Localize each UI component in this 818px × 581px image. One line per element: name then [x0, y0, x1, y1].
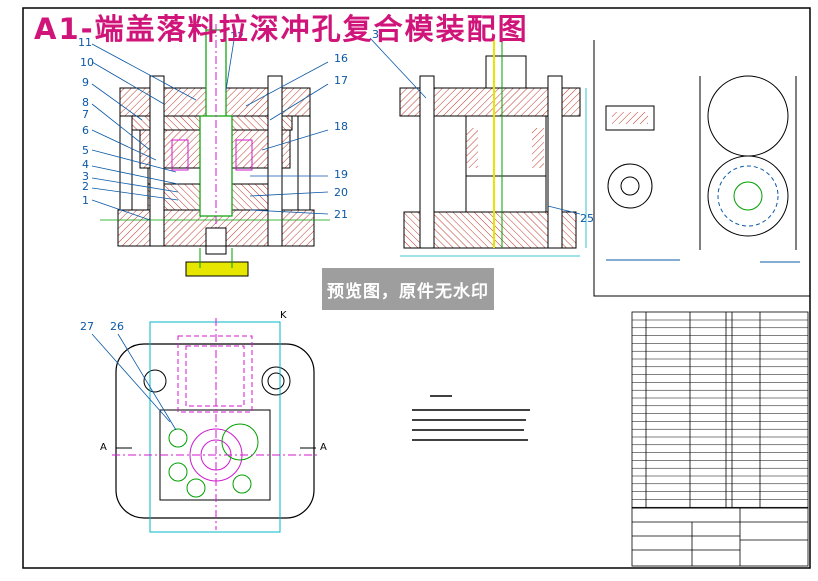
label-3-side: 3 [372, 28, 379, 41]
parts-list-rows [632, 319, 808, 508]
label-4: 4 [82, 158, 89, 171]
plan-view [91, 318, 318, 533]
part-numbers-left: 11 10 9 8 6 5 4 3 2 1 7 12 16 17 18 19 2… [78, 30, 348, 221]
label-17: 17 [334, 74, 348, 87]
label-3: 3 [82, 170, 89, 183]
preview-watermark: 预览图，原件无水印 [322, 268, 494, 310]
label-10: 10 [80, 56, 94, 69]
label-20: 20 [334, 186, 348, 199]
label-19: 19 [334, 168, 348, 181]
label-2: 2 [82, 180, 89, 193]
title-block [631, 507, 809, 567]
side-view [369, 37, 587, 257]
label-11: 11 [78, 36, 92, 49]
part-drawing [605, 75, 800, 263]
section-a-right: A [320, 442, 327, 453]
front-view [100, 24, 330, 277]
part-drawing-frame [593, 40, 810, 297]
sheet-border [22, 7, 811, 569]
parts-list [631, 311, 809, 509]
label-27: 27 [80, 320, 94, 333]
label-7: 7 [82, 108, 89, 121]
label-9: 9 [82, 76, 89, 89]
label-5: 5 [82, 144, 89, 157]
view-k-label: K [280, 310, 287, 321]
section-a-left: A [100, 442, 107, 453]
label-1: 1 [82, 194, 89, 207]
label-6: 6 [82, 124, 89, 137]
leader-lines-left [91, 39, 329, 221]
label-12: 12 [230, 30, 244, 43]
label-8: 8 [82, 96, 89, 109]
label-18: 18 [334, 120, 348, 133]
drawing-title: A1-端盖落料拉深冲孔复合模装配图 [34, 12, 529, 46]
label-26: 26 [110, 320, 124, 333]
label-16: 16 [334, 52, 348, 65]
label-25: 25 [580, 212, 594, 225]
technical-notes [412, 395, 530, 441]
label-21: 21 [334, 208, 348, 221]
